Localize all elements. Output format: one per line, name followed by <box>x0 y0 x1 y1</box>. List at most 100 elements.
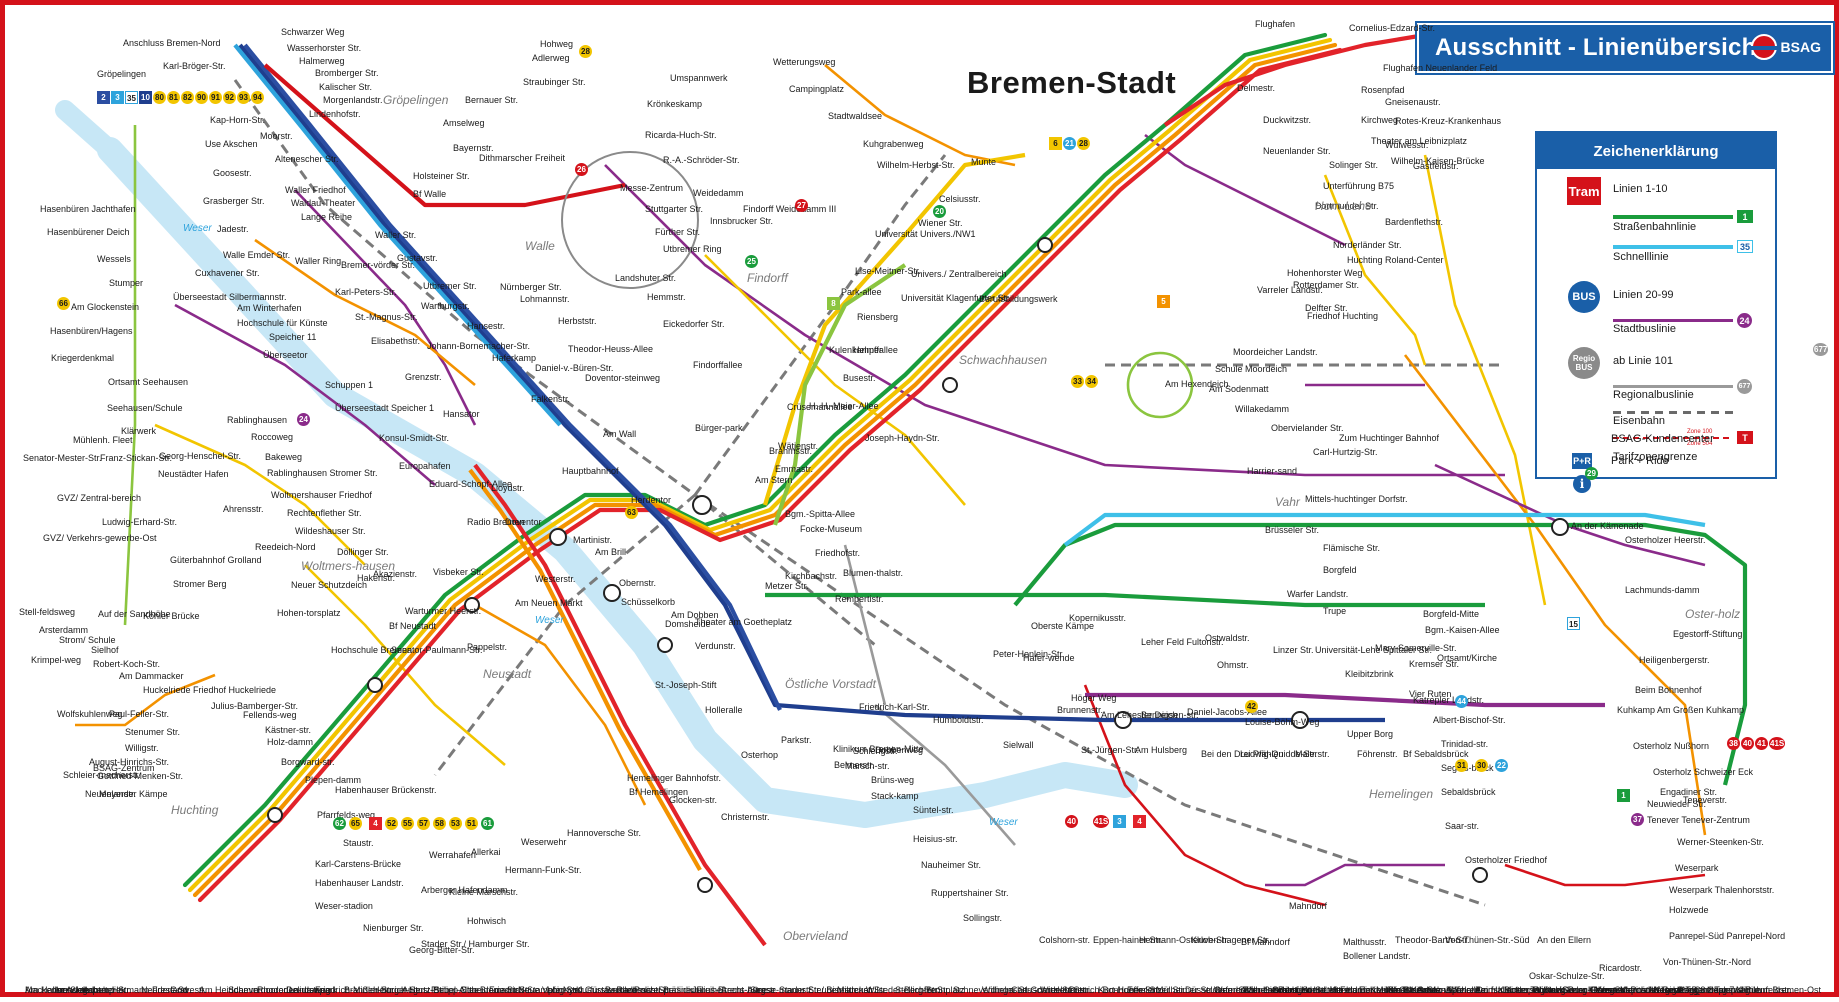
station-label: Wiener Str. <box>918 218 963 228</box>
district-label: Neustadt <box>483 667 532 681</box>
station-label: Panrepel-Süd Panrepel-Nord <box>1669 931 1786 941</box>
station-label: Schule Moordeich <box>1215 364 1288 374</box>
station-label: Crüsemannallee <box>787 402 853 412</box>
legend-zone-left: Zone 100 <box>1687 429 1713 435</box>
station-label: Graubündener Str. <box>1272 985 1347 995</box>
station-label: Brunnenstr. <box>1057 705 1104 715</box>
station-label: Ortsamt Seehausen <box>108 377 189 387</box>
line-badge: 33 <box>1071 375 1084 388</box>
station-label: An den Ellern <box>1537 935 1592 945</box>
station-label: Neuwieder Str. <box>1647 799 1707 809</box>
station-label: Altenescher Str. <box>275 154 339 164</box>
station-label: Rhododen-dronpark <box>257 985 338 995</box>
station-label: Norderländer Str. <box>1333 240 1402 250</box>
station-label: Georg-Bitter-Str. <box>409 945 475 955</box>
station-label: Beim Kleinen Tagwerk <box>1475 985 1564 995</box>
station-label: Konsul-Smidt-Str. <box>379 433 450 443</box>
district-label: Oster-holz <box>1685 607 1741 621</box>
header-banner: Ausschnitt - Linienübersicht BSAG <box>1415 21 1835 75</box>
line-badge: 92 <box>223 91 236 104</box>
station-label: Heiligenbergerstr. <box>1639 655 1710 665</box>
station-label: Berliner Freiheit <box>663 985 727 995</box>
station-label: Beim Bohnenhof <box>1635 685 1702 695</box>
station-label: Kopernikusstr. <box>1069 613 1127 623</box>
station-label: Rablinghausen <box>227 415 288 425</box>
station-label: Theater am Leibnizplatz <box>1371 136 1468 146</box>
station-label: Waller Ring <box>295 256 342 266</box>
station-label: Fellends-weg <box>243 710 297 720</box>
station-label: Heisius-str. <box>913 834 958 844</box>
line-badge: 3 <box>111 91 124 104</box>
station-label: Helmer <box>853 345 883 355</box>
station-label: Rotterdamer Str. <box>1293 280 1360 290</box>
station-label: Walle Emder Str. <box>223 250 291 260</box>
line-badge: 61 <box>481 817 494 830</box>
station-label: August-Bebel-Allee <box>402 985 480 995</box>
station-label: Kurt-Huber-Str. <box>1098 985 1159 995</box>
interchange-nodes <box>267 237 1569 893</box>
station-label: Hansator <box>443 409 480 419</box>
station-label: Paul-Feller-Str. <box>109 709 170 719</box>
station-label: Dortmunder Str. <box>1315 201 1379 211</box>
station-label: Kulenkampffallee <box>829 345 898 355</box>
station-label: Katrepler Landstr. <box>1413 695 1485 705</box>
station-label: Stellichter Str. <box>895 985 951 995</box>
station-label: Sollingstr. <box>963 913 1003 923</box>
station-label: Bgm.-Spitta-Allee <box>785 509 856 519</box>
station-label: Bennigsen-str. <box>1141 710 1199 720</box>
station-label: Hohen-torsplatz <box>277 608 341 618</box>
station-label: Munte <box>971 157 997 167</box>
line-badge: 20 <box>933 205 946 218</box>
station-label: Mühlenfeldstr. <box>1736 985 1793 995</box>
station-label: Karl-Bröger-Str. <box>163 61 226 71</box>
station-label: Am Querkamp <box>1678 985 1737 995</box>
line-badge: 2 <box>97 91 110 104</box>
station-label: Mercedes-Benz Tor 8 <box>1620 985 1706 995</box>
station-label: Im Achterkamp <box>54 985 115 995</box>
station-label: Bf Walle <box>413 189 447 199</box>
district-label: Horn-Lehe <box>1315 199 1372 213</box>
station-label: Am Stern <box>755 475 793 485</box>
station-label: Joseph-Haydn-Str. <box>865 433 940 443</box>
station-label: Stack-kamp <box>871 791 919 801</box>
station-label: Trinidad-str. <box>1441 739 1489 749</box>
station-label: Bardenflethstr. <box>1385 217 1444 227</box>
station-label: Schüsselkorb <box>621 597 676 607</box>
station-label: Grenz-wehr <box>1417 985 1465 995</box>
station-label: Kurfürstenallee <box>576 985 637 995</box>
station-label: Sielhof <box>91 645 119 655</box>
station-label: Hermann-Koenen-Str. <box>1330 985 1418 995</box>
station-label: Woltmershauser Friedhof <box>271 490 372 500</box>
station-label: Nürnberger Str. <box>500 282 562 292</box>
station-label: Theodor-Heuss-Allee <box>568 344 654 354</box>
line-badge: 66 <box>57 297 70 310</box>
station-label: Oewerweg <box>1707 985 1751 995</box>
station-label: Park-allee <box>841 287 882 297</box>
station-label: Kapitän-König-Weg <box>1620 985 1698 995</box>
line-badge: 44 <box>1455 695 1468 708</box>
station-label: Am Sodenmatt <box>1209 384 1269 394</box>
station-label: Ludwig-Quidde-Str. <box>1240 749 1318 759</box>
station-label: Neuenlander Kämpe <box>85 789 168 799</box>
station-label: Belmerstr. <box>834 760 875 770</box>
station-label: Arberger Hafendamm <box>421 885 508 895</box>
line-badge: 38 <box>1727 737 1740 750</box>
station-label: St.-Joseph-Stift <box>655 680 717 690</box>
station-label: Umspannwerk <box>670 73 728 83</box>
line-badge: 57 <box>417 817 430 830</box>
station-label: Loignystr. <box>547 985 586 995</box>
legend-tram-lines: Linien 1-10 <box>1613 183 1668 195</box>
station-label: Überseestadt Silbermannstr. <box>173 292 287 302</box>
line-badge: 51 <box>465 817 478 830</box>
station-label: Wartburgstr. <box>421 301 470 311</box>
station-label: Krönkeskamp <box>647 99 703 109</box>
station-label: Europahafen <box>399 461 451 471</box>
district-label: Gröpelingen <box>383 93 449 107</box>
station-label: Bf Hemelingen <box>629 787 689 797</box>
station-label: Julius-Bamberger-Str. <box>211 701 299 711</box>
station-label: Friedrich-Stampfer-Str. <box>489 985 581 995</box>
station-label: Stenumer Str. <box>125 727 181 737</box>
station-label: Unterführung B75 <box>1323 181 1395 191</box>
station-label: Flughafen <box>1255 19 1296 29</box>
legend-kundencenter: BSAG-Kundencenter <box>1611 433 1714 445</box>
